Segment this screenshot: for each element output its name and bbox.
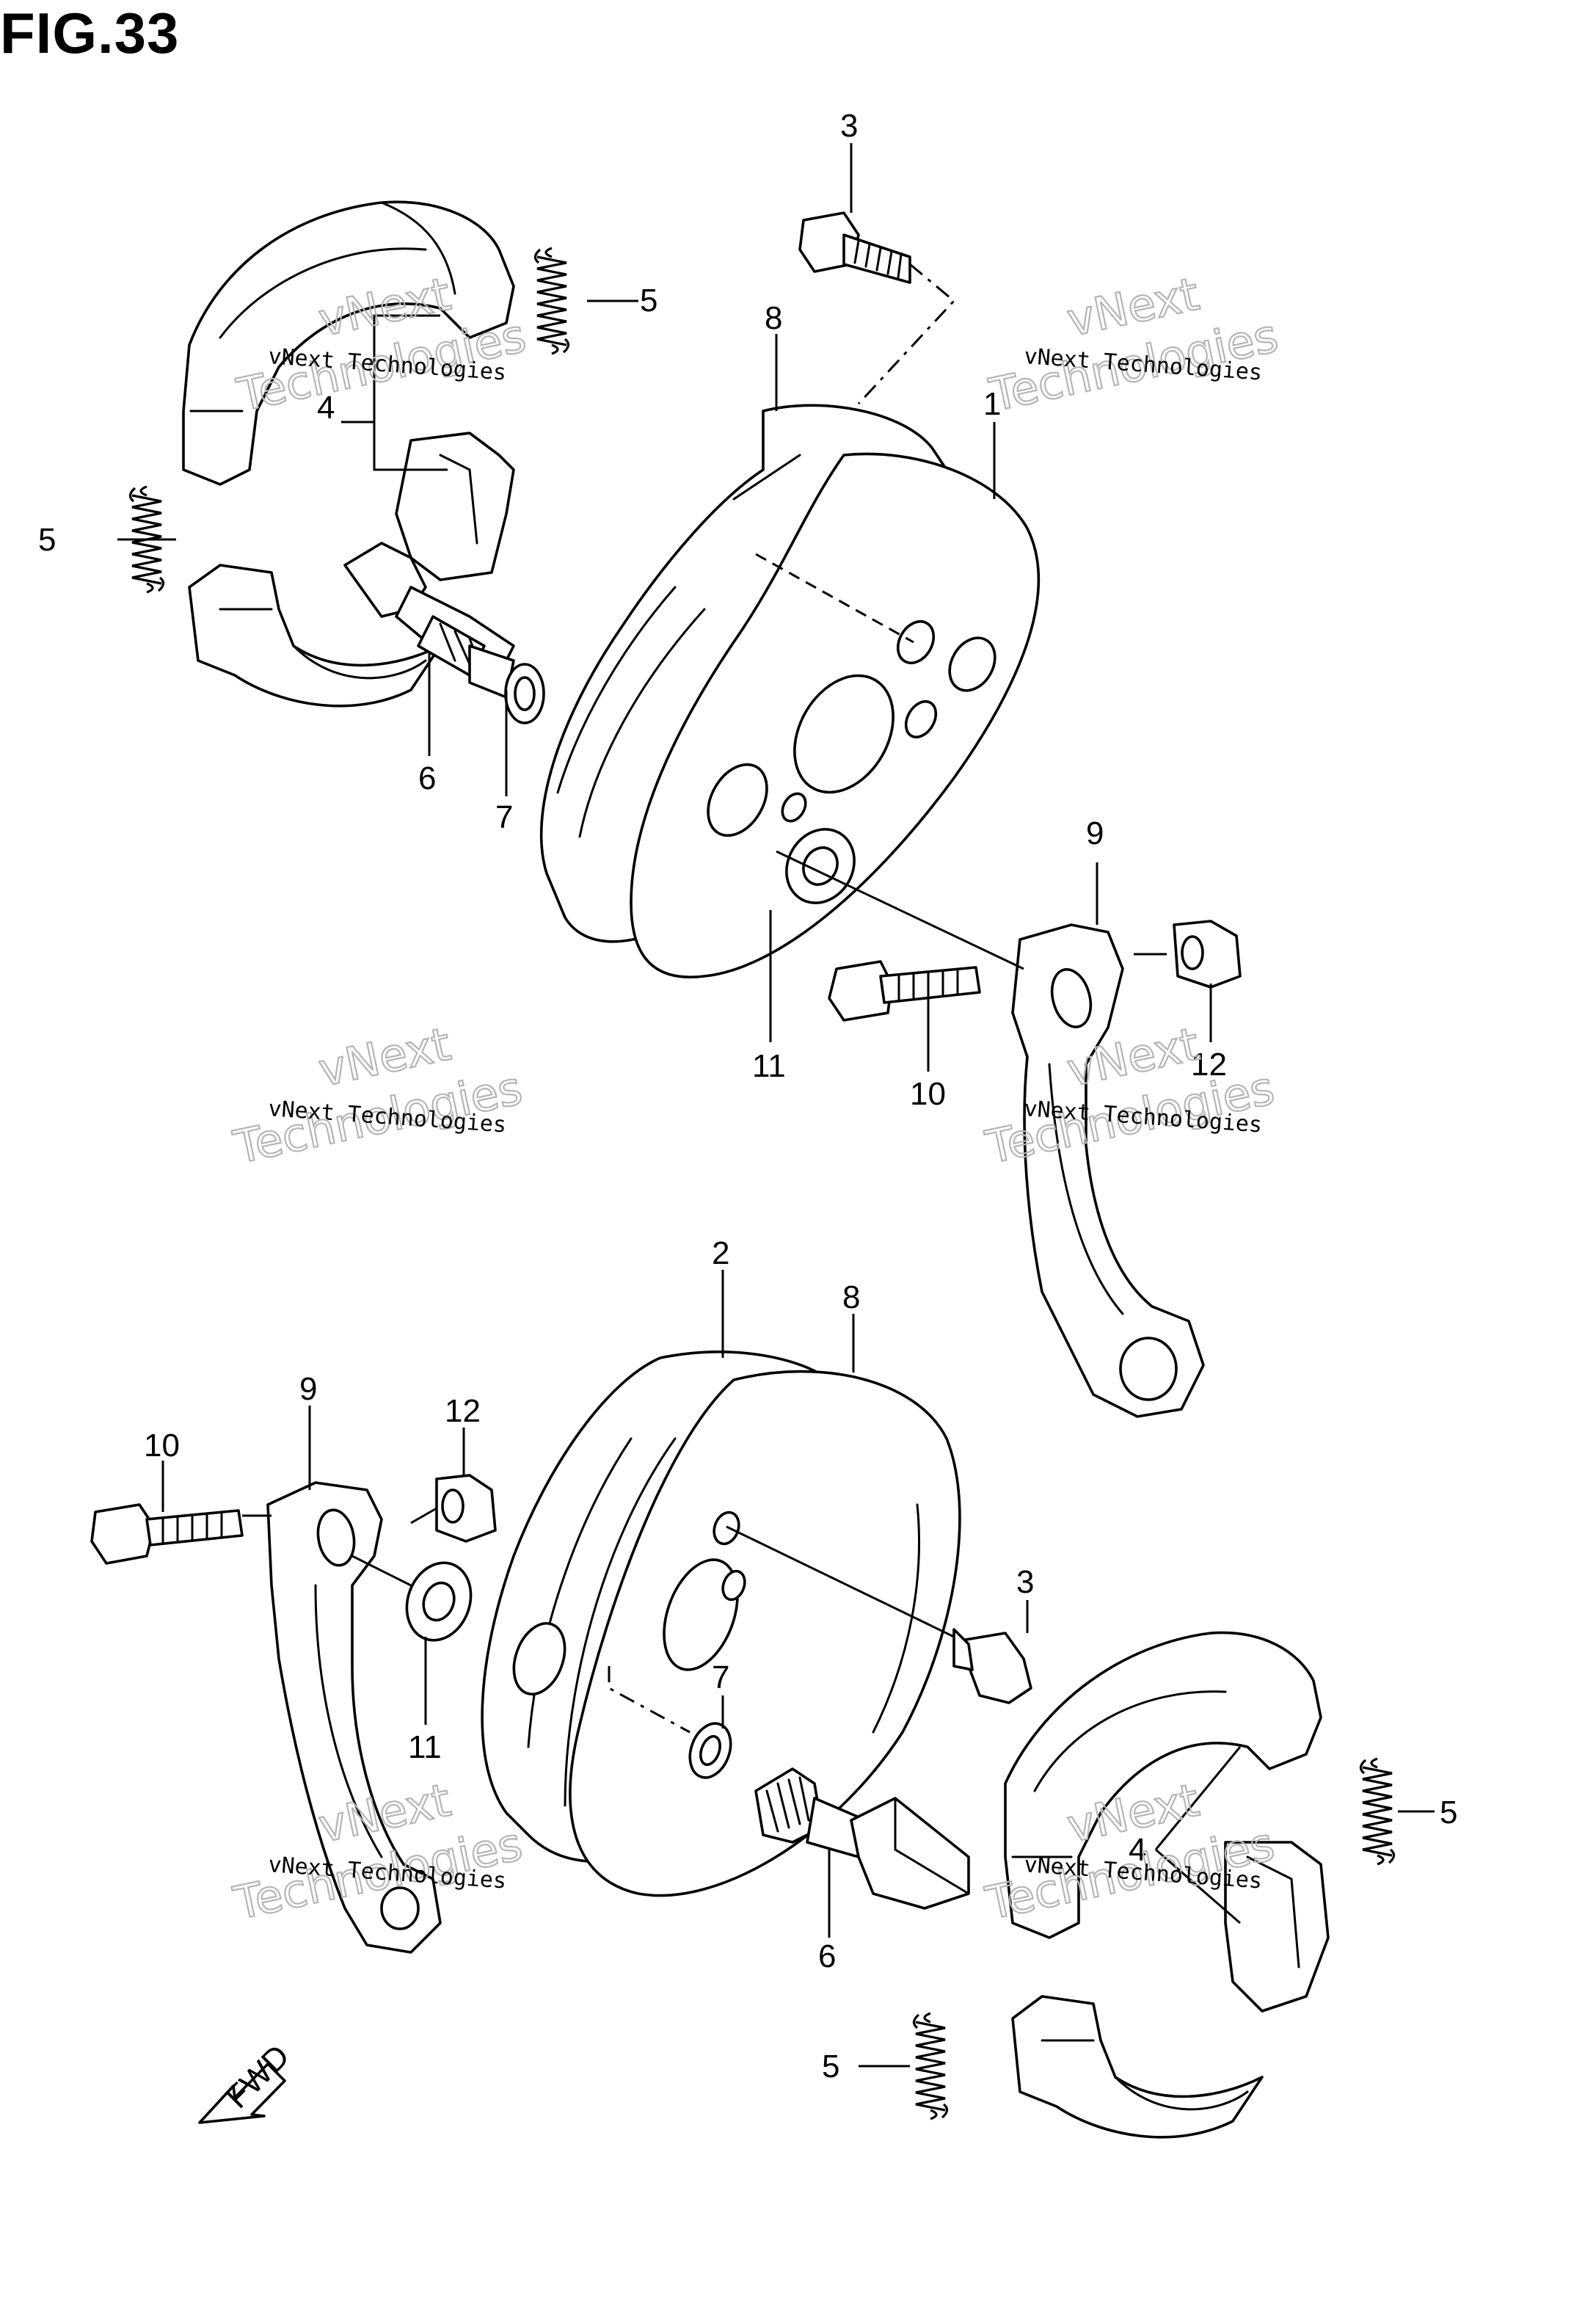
callout-3-lower: 3	[1016, 1564, 1034, 1600]
return-spring-lower-right	[1359, 1757, 1396, 1866]
leader-lines-upper	[117, 143, 1212, 1072]
callout-4-lower: 4	[1129, 1832, 1146, 1868]
brake-cam-lever-upper	[1011, 923, 1205, 1418]
callout-4-upper: 4	[317, 390, 335, 426]
brake-camshaft-upper	[343, 542, 515, 699]
callout-2: 2	[712, 1235, 729, 1271]
drum-bolt-lower	[952, 1628, 1032, 1704]
watermark-top-left: vNext Technologies vNext Technologies	[232, 266, 531, 423]
callout-11-lower: 11	[408, 1729, 442, 1765]
washer-upper	[785, 828, 856, 904]
callout-3-upper: 3	[840, 108, 858, 144]
callout-7-lower: 7	[712, 1660, 729, 1695]
callout-6-lower: 6	[818, 1938, 836, 1974]
brake-camshaft-lower	[754, 1767, 970, 1910]
washer-lower	[405, 1561, 473, 1642]
callout-5-lower-right: 5	[1440, 1795, 1457, 1831]
callout-10-lower: 10	[144, 1428, 180, 1464]
callout-9-lower: 9	[299, 1371, 317, 1407]
leader-lines-lower	[161, 1270, 1435, 2068]
brake-drum-upper	[539, 404, 1041, 979]
o-ring-lower	[688, 1722, 732, 1779]
callout-numbers: 3 8 1 5 4 5 6 7 9 11 10 12 2 8 10 9 12 3…	[38, 108, 1457, 2084]
callout-12-lower: 12	[445, 1393, 481, 1429]
callout-7-upper: 7	[495, 799, 513, 835]
callout-5-upper-right: 5	[640, 283, 657, 319]
lever-nut-lower	[435, 1474, 497, 1543]
callout-5-lower-left: 5	[822, 2049, 839, 2084]
lever-bolt-lower	[90, 1503, 244, 1565]
watermark-mid-left: vNext Technologies vNext Technologies	[228, 1017, 528, 1175]
brake-shoe-upper	[182, 200, 515, 708]
callout-11-upper: 11	[752, 1048, 786, 1084]
brake-drum-lower	[481, 1351, 961, 1897]
callout-12-upper: 12	[1191, 1047, 1227, 1083]
lever-nut-upper	[1173, 920, 1242, 989]
callout-6-upper: 6	[418, 760, 436, 796]
return-spring-upper-right	[533, 247, 570, 355]
callout-5-upper-left: 5	[38, 522, 56, 558]
lever-bolt-upper	[828, 960, 981, 1022]
return-spring-lower-left	[912, 2012, 949, 2120]
watermark-bottom-right: vNext Technologies vNext Technologies	[980, 1773, 1280, 1931]
callout-8-upper: 8	[765, 300, 782, 336]
watermark-top-right: vNext Technologies vNext Technologies	[984, 266, 1283, 423]
drum-bolt-upper	[798, 211, 911, 284]
callout-9-upper: 9	[1086, 815, 1104, 851]
figure-title: FIG.33	[0, 1, 180, 65]
callout-1: 1	[983, 386, 1001, 422]
brake-shoe-lower	[1004, 1631, 1330, 2139]
brake-cam-lever-lower	[266, 1481, 442, 1954]
o-ring-upper	[504, 663, 545, 724]
callout-8-lower: 8	[842, 1279, 860, 1315]
forward-direction-arrow: FWD	[198, 2038, 296, 2124]
callout-10-upper: 10	[910, 1076, 946, 1112]
